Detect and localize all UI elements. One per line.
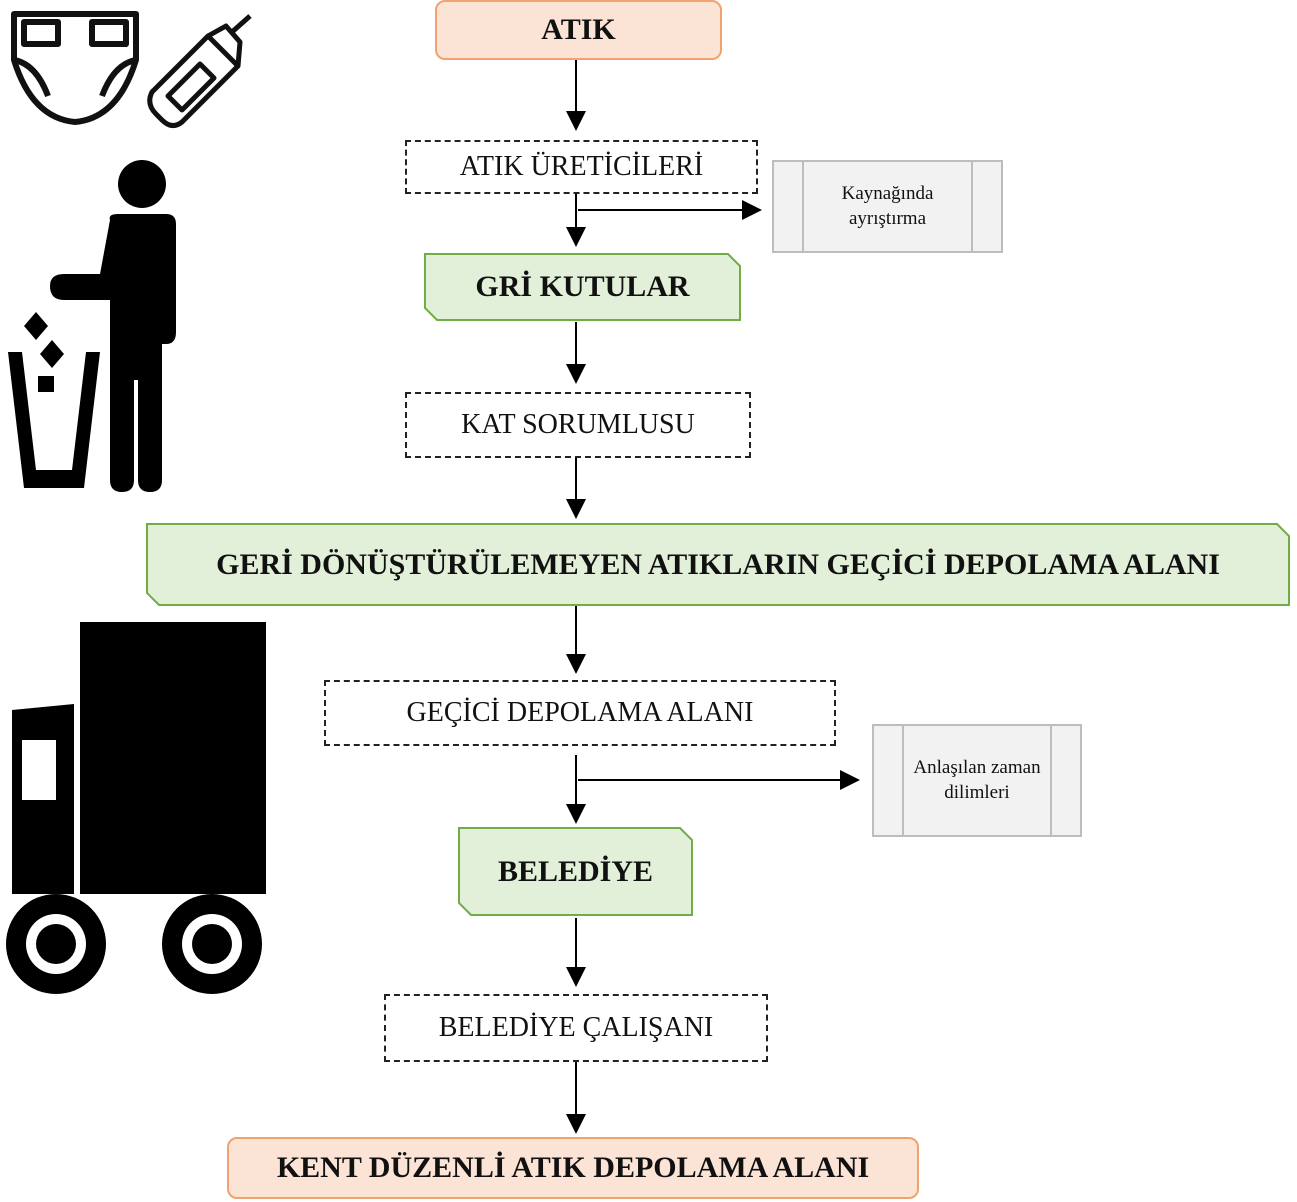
node-kaynaginda: Kaynağında ayrıştırma	[772, 160, 1003, 253]
garbage-truck-icon	[6, 622, 266, 994]
node-kaynaginda-label: Kaynağında ayrıştırma	[841, 182, 934, 229]
node-kent-label: KENT DÜZENLİ ATIK DEPOLAMA ALANI	[276, 1151, 870, 1184]
node-atik-label: ATIK	[541, 13, 616, 46]
node-gri-kutular: GRİ KUTULAR	[425, 254, 740, 320]
node-anlasilan-label: Anlaşılan zaman dilimleri	[913, 756, 1041, 803]
node-atik-ureticileri: ATIK ÜRETİCİLERİ	[405, 140, 758, 194]
diaper-icon	[11, 11, 139, 125]
geri-donusturulemeyen-shape	[146, 523, 1290, 606]
node-gecici-depolama: GEÇİCİ DEPOLAMA ALANI	[324, 680, 836, 746]
node-anlasilan: Anlaşılan zaman dilimleri	[872, 724, 1082, 837]
node-kat-sorumlusu: KAT SORUMLUSU	[405, 392, 751, 458]
node-belediye-calisani: BELEDİYE ÇALIŞANI	[384, 994, 768, 1062]
node-belediye-calisani-label: BELEDİYE ÇALIŞANI	[438, 1012, 714, 1043]
node-gri-kutular-label: GRİ KUTULAR	[475, 270, 690, 303]
node-kat-sorumlusu-label: KAT SORUMLUSU	[461, 409, 695, 440]
node-gecici-depolama-label: GEÇİCİ DEPOLAMA ALANI	[406, 697, 754, 728]
node-belediye: BELEDİYE	[459, 828, 692, 915]
glue-bottle-icon	[147, 14, 252, 128]
node-atik: ATIK	[435, 0, 722, 60]
belediye-shape	[458, 827, 693, 916]
node-atik-ureticileri-label: ATIK ÜRETİCİLERİ	[459, 151, 704, 182]
person-trash-icon	[8, 160, 176, 492]
node-geri-donusturulemeyen-label: GERİ DÖNÜŞTÜRÜLEMEYEN ATIKLARIN GEÇİCİ D…	[216, 547, 1220, 581]
node-belediye-label: BELEDİYE	[497, 854, 654, 888]
gri-kutular-shape	[424, 253, 741, 321]
node-geri-donusturulemeyen: GERİ DÖNÜŞTÜRÜLEMEYEN ATIKLARIN GEÇİCİ D…	[147, 524, 1289, 605]
node-kent: KENT DÜZENLİ ATIK DEPOLAMA ALANI	[227, 1137, 919, 1199]
